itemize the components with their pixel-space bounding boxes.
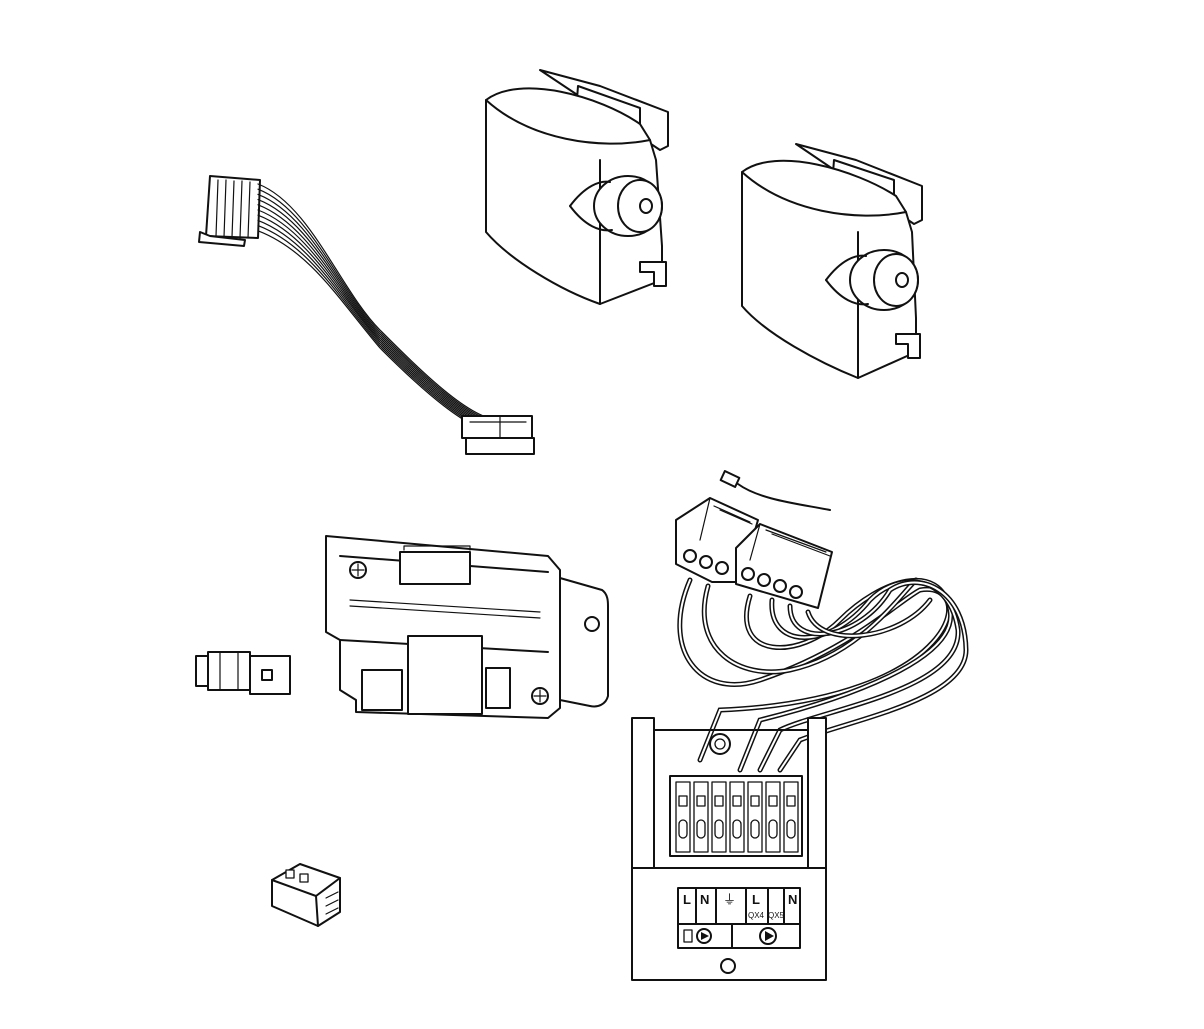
terminal-label-l1: L [683,892,691,907]
terminal-label-l2: L [752,892,760,907]
plug-connector-multi [271,863,341,927]
ribbon-connector-bottom [461,415,535,455]
terminal-label-ground: ⏚ [723,892,736,907]
terminal-label-n1: N [700,892,709,907]
ribbon-connector-top [198,175,261,247]
pump-symbol-icon [759,927,777,945]
plug-connector-small [195,651,291,695]
pump-symbol-icon [683,928,712,944]
terminal-plug-right [735,523,833,609]
label-strip: L N ⏚ L N QX4 QX5 [677,887,801,949]
terminal-sublabel-qx5: QX5 [768,911,785,920]
ribbon-cable [198,175,535,455]
terminal-label-n2: N [788,892,797,907]
ribbon-wires [257,183,501,435]
control-module [325,535,609,719]
terminal-sublabel-qx4: QX4 [748,911,765,920]
wire-harness [677,577,969,773]
actuator-right [741,143,923,379]
actuator-left [485,69,669,305]
sensor-plug [719,470,831,511]
